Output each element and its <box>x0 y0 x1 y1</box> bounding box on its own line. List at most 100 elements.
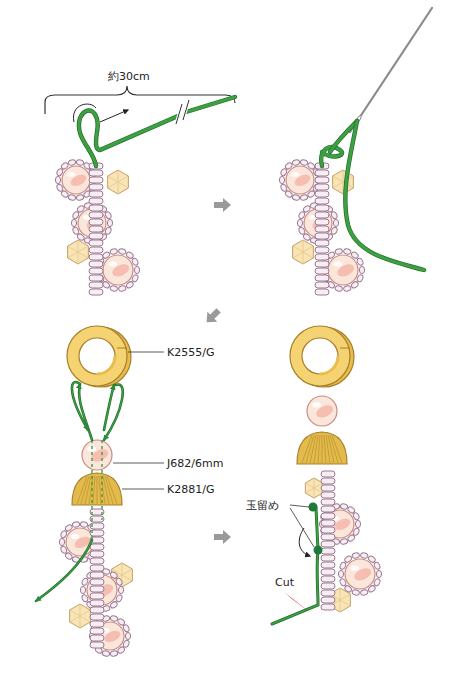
green-thread-outline <box>272 508 318 624</box>
seed-bead <box>55 176 60 183</box>
seed-bead <box>102 650 110 657</box>
seed-bead <box>110 285 118 292</box>
seed-bead <box>315 247 329 253</box>
jump-ring-hole <box>79 338 115 374</box>
pearl-highlight <box>350 565 359 570</box>
seed-bead <box>321 499 335 505</box>
crystal-bead <box>68 240 89 264</box>
crystal-facet <box>80 604 81 616</box>
green-thread <box>272 508 318 624</box>
hidden-thread <box>101 440 102 520</box>
seed-bead <box>90 565 104 571</box>
bead-cap-rib <box>93 476 95 504</box>
seed-bead <box>376 570 381 577</box>
seed-bead <box>315 177 329 183</box>
seed-bead <box>352 589 360 596</box>
part-label: Cut <box>275 576 294 589</box>
crystal-facet <box>333 182 343 188</box>
bead-cap-rib <box>314 435 318 463</box>
pearl-bead <box>62 166 90 194</box>
step-three <box>36 326 132 657</box>
step-arrow <box>202 305 224 327</box>
seed-bead <box>355 520 360 527</box>
crystal-facet <box>78 240 79 252</box>
seed-bead <box>72 521 80 528</box>
crystal-facet <box>314 478 315 488</box>
crystal-facet <box>343 170 344 182</box>
part-label: K2555/G <box>167 346 214 359</box>
bead-cap-rib <box>97 476 98 504</box>
pearl-bead <box>286 166 314 194</box>
seed-bead <box>89 226 103 232</box>
step-four <box>272 326 382 624</box>
seed-bead <box>359 266 364 273</box>
seed-bead <box>315 240 329 246</box>
seed-bead <box>321 520 335 526</box>
crystal-facet <box>80 616 90 622</box>
seed-bead <box>333 219 338 226</box>
pearl-bead <box>328 255 358 285</box>
seed-bead <box>68 194 76 201</box>
break-mark <box>176 100 189 124</box>
length-bracket <box>45 86 235 114</box>
pull-arrow <box>73 104 128 122</box>
seed-bead <box>321 548 335 554</box>
part-label: K2881/G <box>167 483 214 496</box>
crystal-facet <box>303 246 313 252</box>
thread-pass-outline <box>72 382 88 430</box>
pearl-highlight <box>291 172 299 177</box>
crystal-bead <box>70 604 91 628</box>
seed-bead <box>89 268 103 274</box>
crystal-facet <box>340 594 350 600</box>
pearl-highlight <box>67 172 75 177</box>
pearl-bead <box>307 396 337 426</box>
seed-bead <box>89 212 103 218</box>
seed-bead <box>89 170 103 176</box>
seed-bead <box>89 254 103 260</box>
seed-bead <box>89 177 103 183</box>
seed-bead <box>315 184 329 190</box>
seed-bead <box>315 226 329 232</box>
seed-bead <box>315 191 329 197</box>
pearl-highlight <box>333 261 342 266</box>
seed-bead <box>321 471 335 477</box>
step-one <box>45 86 235 295</box>
bead-cap-rib <box>99 476 101 504</box>
seed-bead <box>59 538 64 545</box>
crystal-facet <box>303 252 313 258</box>
seed-bead <box>321 562 335 568</box>
crystal-bead <box>305 478 322 498</box>
jump-ring <box>290 326 350 386</box>
crystal-facet <box>80 610 90 616</box>
seed-bead <box>315 261 329 267</box>
step-arrow <box>214 530 231 544</box>
seed-bead <box>292 159 300 166</box>
seed-bead <box>292 194 300 201</box>
seed-bead <box>321 590 335 596</box>
pearl-highlight <box>312 402 321 407</box>
green-thread <box>79 110 178 166</box>
hidden-thread <box>91 440 92 540</box>
seed-bead <box>90 628 104 634</box>
seed-bead <box>89 282 103 288</box>
seed-bead <box>315 198 329 204</box>
jump-ring-inner <box>320 356 338 374</box>
seed-bead <box>90 544 104 550</box>
crystal-facet <box>70 610 80 616</box>
seed-bead <box>321 485 335 491</box>
seed-bead <box>125 632 130 639</box>
crystal-facet <box>108 176 118 182</box>
seed-bead <box>89 219 103 225</box>
thread-exit-outline <box>36 540 92 601</box>
seed-bead <box>89 233 103 239</box>
seed-bead <box>110 248 118 255</box>
crystal-facet <box>293 252 303 258</box>
thread-exit <box>36 540 92 601</box>
seed-bead <box>68 159 76 166</box>
seed-bead <box>90 579 104 585</box>
seed-bead <box>360 589 368 596</box>
seed-bead <box>89 247 103 253</box>
seed-bead <box>315 170 329 176</box>
seed-bead <box>321 583 335 589</box>
bead-cap-rib <box>85 476 91 504</box>
